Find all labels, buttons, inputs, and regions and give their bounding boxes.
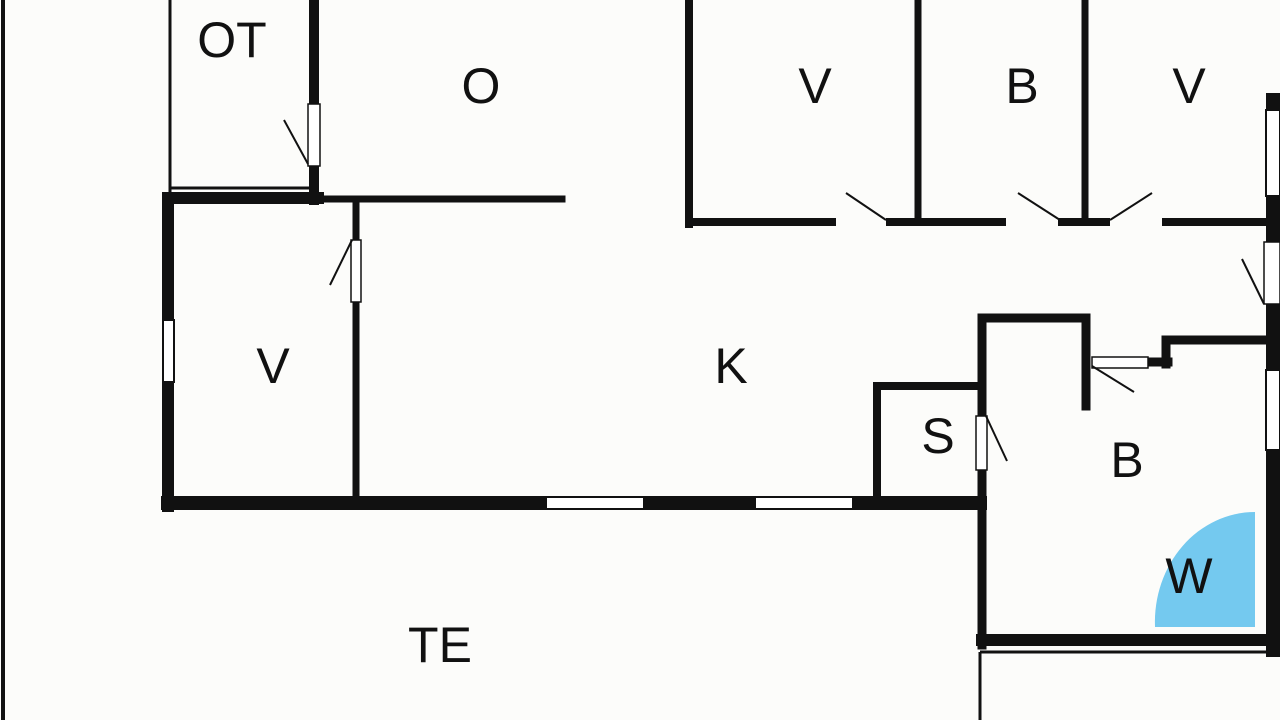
room-label-k: K (714, 338, 747, 394)
door-swing (985, 415, 1008, 462)
door-frame (1263, 241, 1280, 305)
room-label-te: TE (408, 617, 472, 673)
wet-area-shape (1154, 511, 1255, 627)
thin-walls (168, 0, 1280, 720)
doors (283, 103, 1280, 471)
door-swing (1017, 192, 1061, 221)
window (1265, 109, 1280, 197)
room-labels: OT O V B V V K S B W TE (197, 12, 1213, 673)
door-swing (283, 119, 309, 165)
door-swing (1241, 258, 1265, 305)
door-swing (1091, 365, 1135, 393)
door-frame (975, 415, 988, 471)
room-label-s: S (921, 408, 954, 464)
room-label-w: W (1165, 548, 1213, 604)
window (754, 496, 854, 510)
room-label-b-top: B (1005, 58, 1038, 114)
room-label-o: O (462, 58, 501, 114)
door-swing (845, 192, 887, 221)
window (545, 496, 645, 510)
room-label-v-left: V (256, 338, 290, 394)
room-label-b-bottom: B (1110, 432, 1143, 488)
door-frame (350, 239, 362, 303)
room-label-ot: OT (197, 12, 266, 68)
window (1265, 369, 1280, 451)
windows (162, 109, 1280, 510)
room-label-v-top-right: V (1172, 58, 1206, 114)
door-swing (1109, 192, 1153, 221)
door-frame (307, 103, 321, 167)
door-swing (329, 239, 353, 286)
room-label-v-top-left: V (798, 58, 832, 114)
window (162, 319, 175, 383)
door-frame (1091, 356, 1149, 369)
